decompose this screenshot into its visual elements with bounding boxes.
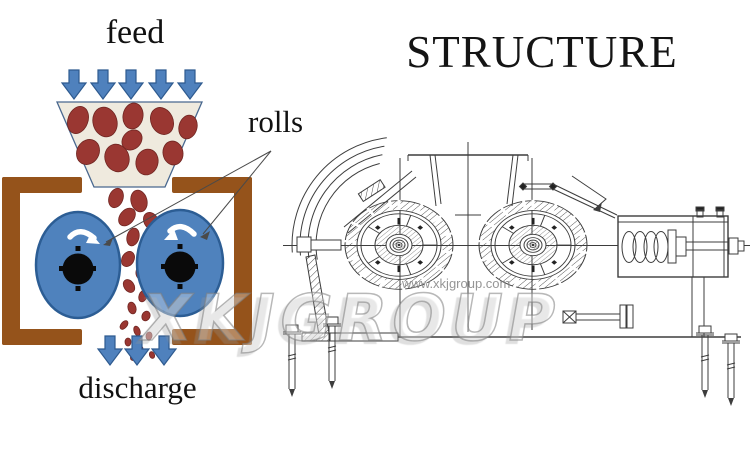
adjusting-lever — [518, 175, 618, 219]
left-roll — [34, 210, 122, 320]
feed-material — [67, 102, 198, 176]
anchor-bolt — [721, 333, 741, 407]
feed-chute — [407, 154, 529, 216]
right-crushing-roll — [478, 200, 587, 290]
schematic-diagram — [2, 69, 272, 366]
base-rod-assembly — [562, 304, 634, 329]
feed-arrow-icons — [61, 69, 203, 100]
spring-assembly — [617, 206, 745, 278]
crusher-frame — [2, 177, 252, 345]
technical-drawing — [282, 137, 750, 407]
feed-label: feed — [105, 14, 165, 51]
discharge-arrow-icons — [97, 335, 177, 366]
left-crushing-roll — [344, 200, 453, 290]
left-shaft-end — [296, 236, 342, 253]
rolls-label: rolls — [248, 104, 304, 139]
base-frame — [301, 332, 741, 342]
discharge-label: discharge — [78, 370, 197, 405]
belt-guard — [291, 137, 417, 336]
rolls-leader-lines — [103, 150, 272, 246]
structure-title: STRUCTURE — [406, 27, 678, 77]
anchor-bolt — [282, 324, 302, 398]
